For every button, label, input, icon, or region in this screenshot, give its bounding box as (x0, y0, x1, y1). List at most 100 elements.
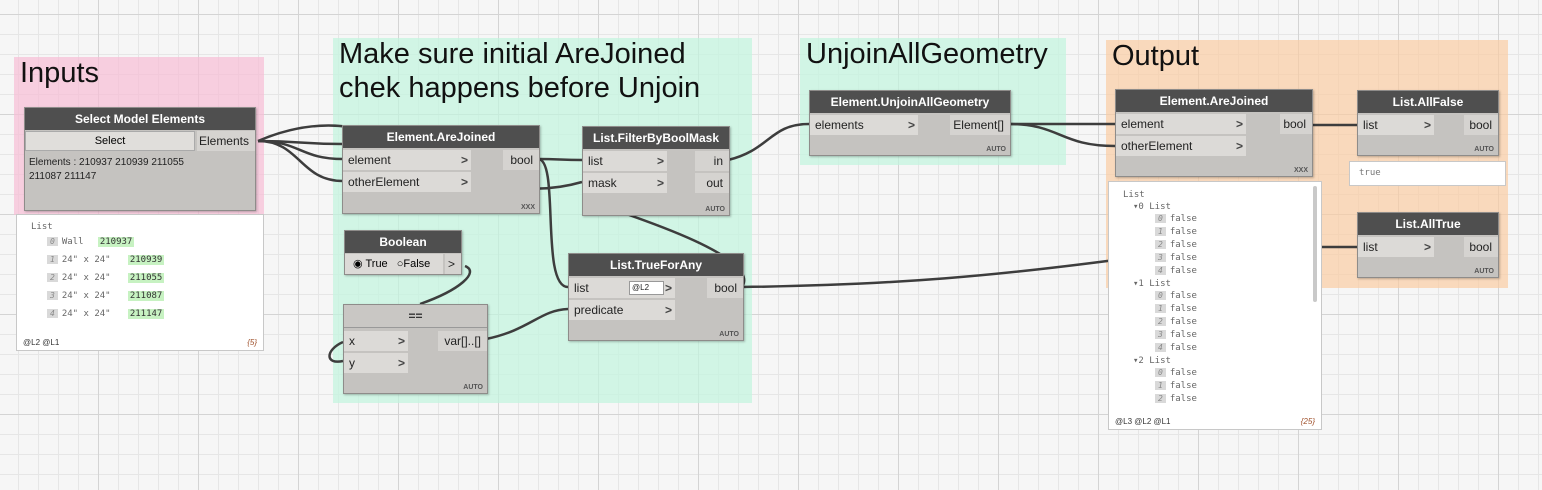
all-true-node[interactable]: List.AllTrue list> bool AUTO (1357, 212, 1499, 278)
output-port-bool[interactable]: bool (707, 278, 743, 298)
input-port-x[interactable]: x> (344, 331, 408, 351)
filter-by-bool-mask-node[interactable]: List.FilterByBoolMask list> mask> in out… (582, 126, 730, 216)
true-for-any-node[interactable]: List.TrueForAny list @L2 > predicate> bo… (568, 253, 744, 341)
node-title: List.AllTrue (1358, 213, 1498, 235)
input-port-y[interactable]: y> (344, 353, 408, 373)
sublist-header[interactable]: ▾0 List (1133, 202, 1171, 212)
chevron-right-icon: > (656, 154, 664, 168)
radio-false[interactable]: ○False (396, 258, 431, 270)
list-root: List (1123, 190, 1145, 200)
chevron-right-icon: > (1423, 118, 1431, 132)
output-port-var[interactable]: var[]..[] (438, 331, 487, 351)
output-port-elements[interactable]: Elements (197, 131, 255, 151)
vertical-scrollbar[interactable] (1313, 186, 1317, 302)
group-check[interactable]: Make sure initial AreJoined chek happens… (333, 38, 752, 403)
list-levels: @L3 @L2 @L1 (1115, 417, 1171, 426)
input-port-element[interactable]: element> (1116, 114, 1246, 134)
group-title-output: Output (1112, 40, 1200, 72)
output-port-bool[interactable]: bool (503, 150, 539, 170)
arejoined-output-node[interactable]: Element.AreJoined element> otherElement>… (1115, 89, 1313, 177)
arejoined-check-node[interactable]: Element.AreJoined element> otherElement>… (342, 125, 540, 214)
output-port[interactable]: > (445, 254, 461, 274)
output-port-element-array[interactable]: Element[] (950, 115, 1010, 135)
node-title: Element.UnjoinAllGeometry (810, 91, 1010, 113)
output-port-bool[interactable]: bool (1280, 114, 1312, 134)
input-port-elements[interactable]: elements> (810, 115, 918, 135)
lacing-indicator: AUTO (705, 206, 725, 213)
lacing-indicator: AUTO (986, 146, 1006, 153)
lacing-indicator: AUTO (1474, 268, 1494, 275)
select-model-elements-node[interactable]: Select Model Elements Select Elements El… (24, 107, 256, 211)
chevron-right-icon: > (460, 175, 468, 189)
lacing-indicator: XXX (520, 204, 535, 211)
lacing-indicator: AUTO (719, 331, 739, 338)
boolean-options: ◉ True ○False (345, 254, 443, 274)
watch-footer: @L3 @L2 @L1 {25} (1115, 417, 1315, 426)
output-port-bool[interactable]: bool (1464, 115, 1498, 135)
input-port-other-element[interactable]: otherElement> (343, 172, 471, 192)
list-count: {5} (247, 338, 257, 347)
input-port-other-element[interactable]: otherElement> (1116, 136, 1246, 156)
sublist-header[interactable]: ▾1 List (1133, 279, 1171, 289)
input-port-predicate[interactable]: predicate> (569, 300, 675, 320)
input-port-mask[interactable]: mask> (583, 173, 667, 193)
select-button[interactable]: Select (25, 131, 195, 151)
preview-value: true (1359, 168, 1381, 178)
group-title-unjoin: UnjoinAllGeometry (806, 38, 1048, 70)
all-false-node[interactable]: List.AllFalse list> bool AUTO (1357, 90, 1499, 156)
lacing-indicator: XXX (1293, 167, 1308, 174)
input-port-list[interactable]: list> (583, 151, 667, 171)
lacing-indicator: AUTO (1474, 146, 1494, 153)
node-title: Element.AreJoined (343, 126, 539, 148)
input-port-element[interactable]: element> (343, 150, 471, 170)
chevron-right-icon: > (397, 334, 405, 348)
selection-info: Elements : 210937 210939 211055 211087 2… (29, 157, 184, 182)
chevron-right-icon: > (656, 176, 664, 190)
group-title-check: Make sure initial AreJoined chek happens… (339, 38, 701, 104)
boolean-node[interactable]: Boolean ◉ True ○False > (344, 230, 462, 275)
node-title: Element.AreJoined (1116, 90, 1312, 112)
chevron-right-icon: > (1235, 117, 1243, 131)
node-title: Boolean (345, 231, 461, 253)
watch-footer: @L2 @L1 {5} (23, 338, 257, 347)
output-port-bool[interactable]: bool (1464, 237, 1498, 257)
input-port-list[interactable]: list @L2 > (569, 278, 675, 298)
output-port-out[interactable]: out (695, 173, 729, 193)
sublist-header[interactable]: ▾2 List (1133, 356, 1171, 366)
chevron-right-icon: > (1235, 139, 1243, 153)
collapse-icon[interactable]: ▾ (1133, 202, 1139, 212)
equals-node[interactable]: == x> y> var[]..[] AUTO (343, 304, 488, 394)
all-false-preview[interactable]: true (1349, 161, 1506, 186)
list-count: {25} (1300, 417, 1315, 426)
list-root: List (31, 222, 53, 232)
chevron-right-icon: > (907, 118, 915, 132)
output-port-in[interactable]: in (695, 151, 729, 171)
input-port-list[interactable]: list> (1358, 115, 1434, 135)
radio-true[interactable]: ◉ True (353, 258, 388, 270)
group-title-inputs: Inputs (20, 57, 99, 89)
collapse-icon[interactable]: ▾ (1133, 279, 1139, 289)
list-level-selector[interactable]: @L2 (629, 281, 665, 295)
unjoin-all-geometry-node[interactable]: Element.UnjoinAllGeometry elements> Elem… (809, 90, 1011, 156)
collapse-icon[interactable]: ▾ (1133, 356, 1139, 366)
node-title: List.FilterByBoolMask (583, 127, 729, 149)
chevron-right-icon: > (397, 356, 405, 370)
input-port-list[interactable]: list> (1358, 237, 1434, 257)
list-levels: @L2 @L1 (23, 338, 60, 347)
